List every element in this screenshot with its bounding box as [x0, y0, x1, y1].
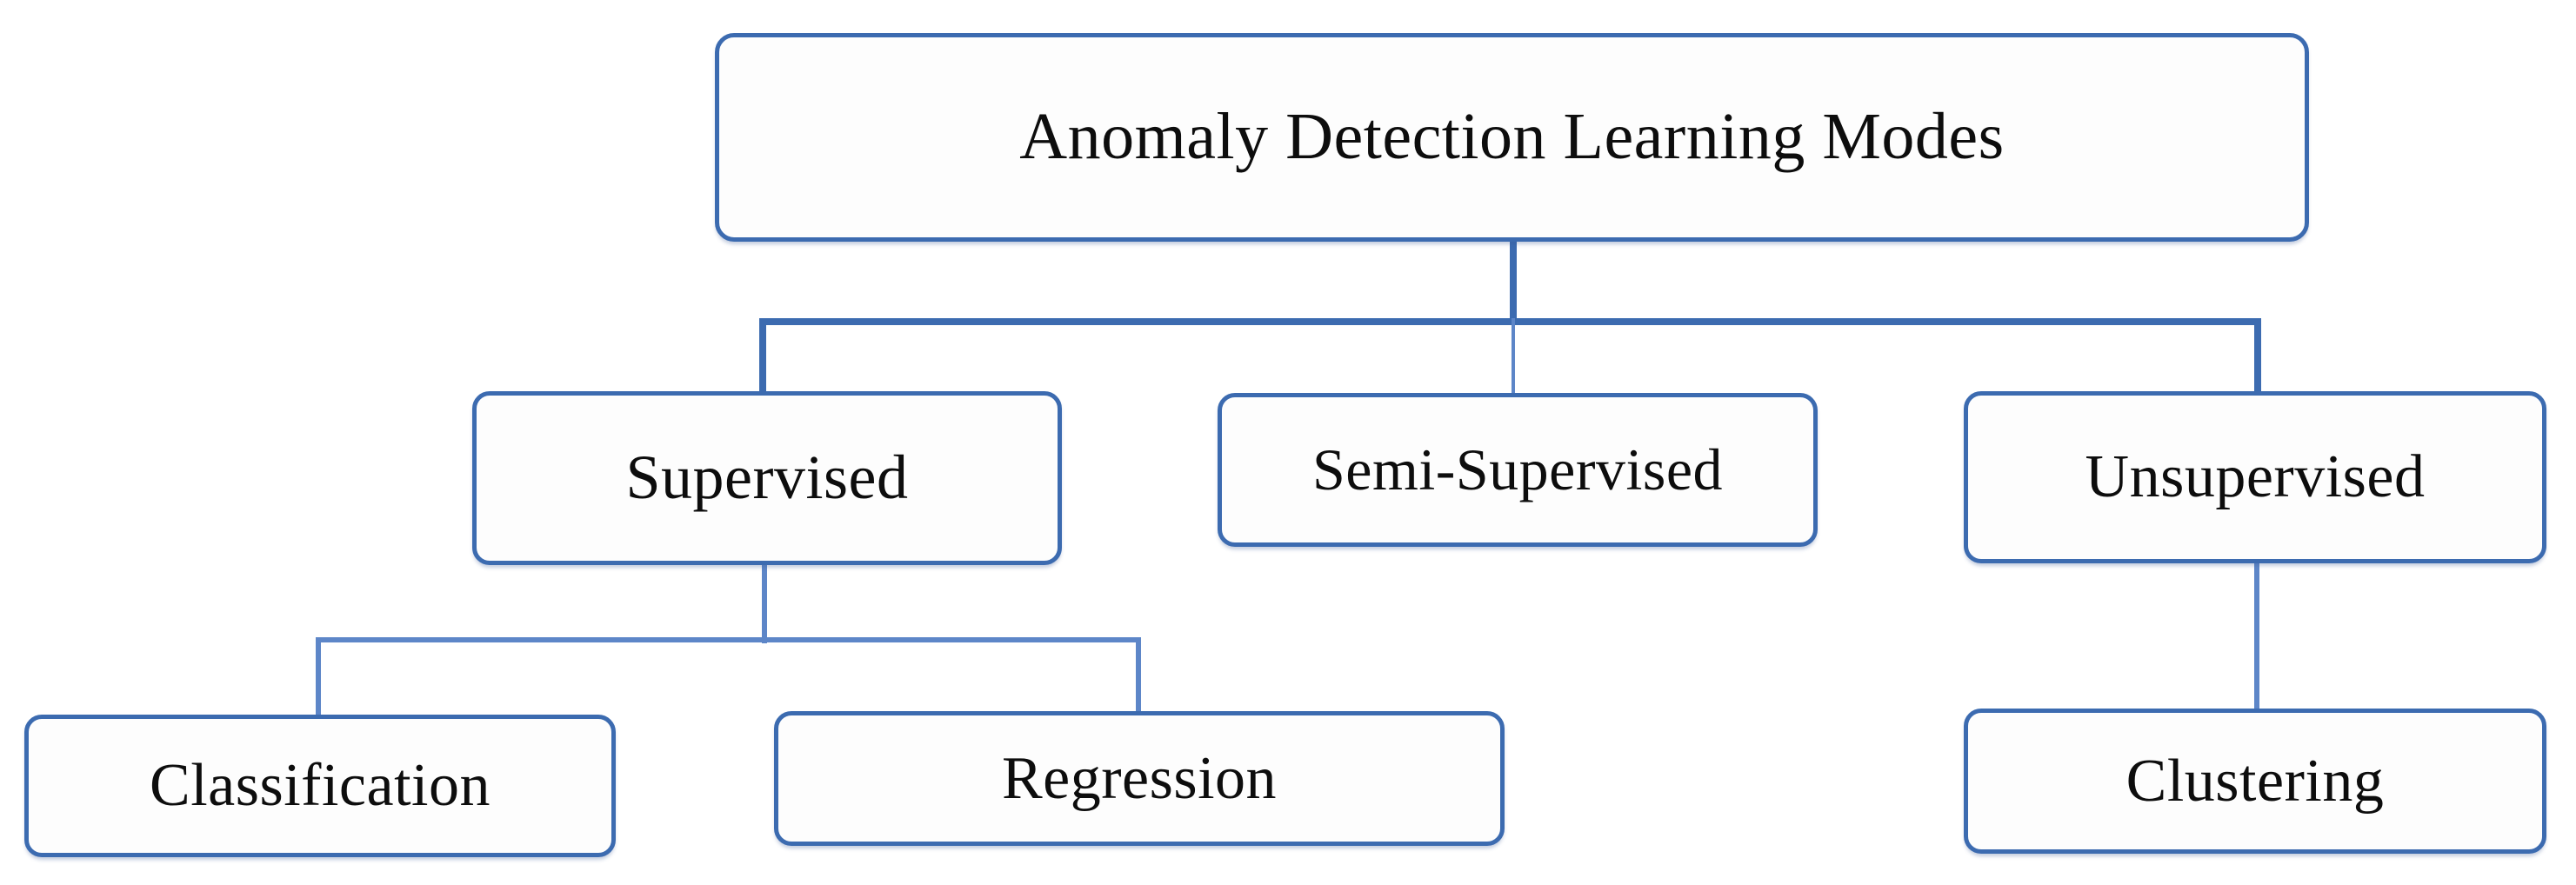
connector-unsupervised-to-clustering	[2254, 558, 2259, 715]
connector-root-to-unsupervised	[2254, 318, 2261, 398]
connector-supervised-to-classification	[316, 637, 321, 721]
connector-root-to-semi-supervised	[1512, 318, 1515, 398]
node-regression-label: Regression	[1001, 744, 1278, 812]
node-semi-supervised[interactable]: Semi-Supervised	[1218, 393, 1818, 547]
node-semi-supervised-label: Semi-Supervised	[1311, 436, 1724, 502]
connector-supervised-horizontal-bus	[316, 637, 1141, 642]
node-unsupervised[interactable]: Unsupervised	[1964, 391, 2546, 563]
node-classification[interactable]: Classification	[24, 715, 616, 857]
node-root-anomaly-detection-learning-modes[interactable]: Anomaly Detection Learning Modes	[715, 33, 2309, 242]
connector-root-to-supervised	[759, 318, 766, 398]
connector-top-horizontal-bus	[759, 318, 2261, 325]
node-supervised-label: Supervised	[625, 442, 909, 513]
connector-supervised-stem	[762, 560, 767, 643]
connector-supervised-to-regression	[1136, 637, 1141, 717]
connector-root-stem	[1510, 236, 1517, 325]
node-regression[interactable]: Regression	[774, 711, 1505, 846]
node-root-label: Anomaly Detection Learning Modes	[1019, 100, 2005, 174]
node-classification-label: Classification	[150, 752, 491, 820]
node-supervised[interactable]: Supervised	[472, 391, 1062, 565]
node-unsupervised-label: Unsupervised	[2085, 443, 2426, 511]
node-clustering[interactable]: Clustering	[1964, 709, 2546, 854]
node-clustering-label: Clustering	[2126, 747, 2385, 815]
